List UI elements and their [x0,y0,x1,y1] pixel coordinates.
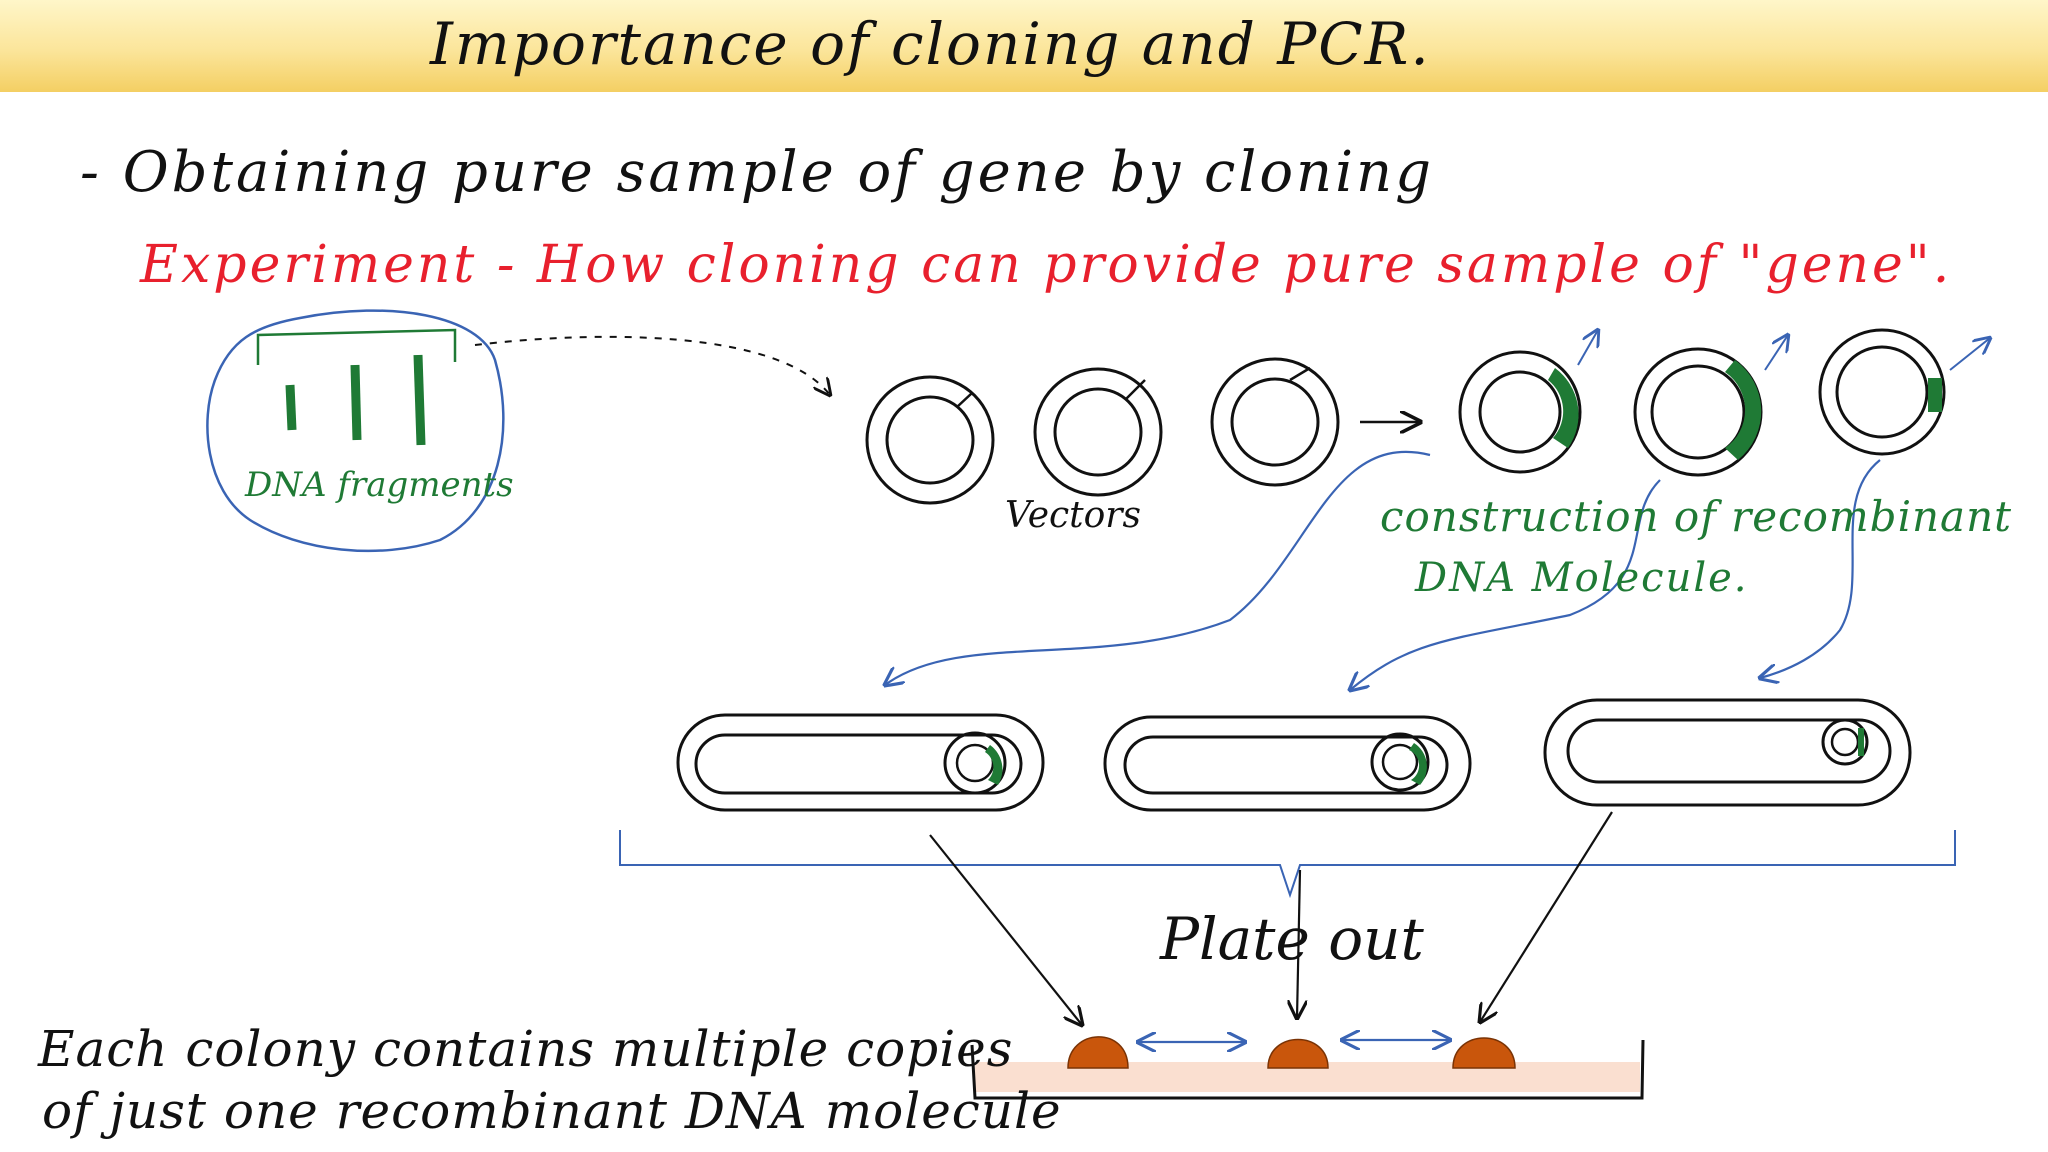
construction-label: construction of recombinant [1380,492,2013,541]
plate-out-label: Plate out [1160,905,1424,973]
heading-line: - Obtaining pure sample of gene by cloni… [80,140,1434,205]
construction-label-line2: DNA Molecule. [1415,555,1749,601]
colony [1452,1037,1516,1069]
vector-plasmid [865,375,995,505]
vector-plasmid [1210,357,1340,487]
recombinant-plasmid [1818,328,1946,456]
transformation-arrows [885,450,1881,690]
vector-plasmid [1033,367,1163,497]
dotted-arrow [474,335,830,395]
grouping-brace [619,830,1956,899]
bacterium [1543,698,1912,807]
dna-fragments-group [206,309,830,553]
dna-fragment [285,384,297,431]
plate-out-arrows [929,811,1613,1025]
colony-note-line1: Each colony contains multiple copies [38,1020,1014,1078]
vectors-group [865,357,1420,505]
fragments-bracket [256,328,457,365]
title-band [0,0,2048,92]
dna-fragments-label: DNA fragments [245,465,514,505]
vectors-label: Vectors [1005,495,1141,536]
recombinant-plasmid [1458,350,1582,474]
recombinant-group [1458,328,1990,477]
dna-fragment [350,364,362,441]
fragments-enclosure [206,309,505,553]
bacteria-group [676,698,1912,812]
agar-plate [970,1036,1645,1100]
dna-fragment [413,354,426,446]
colony [1067,1036,1129,1069]
page-title: Importance of cloning and PCR. [430,10,1431,78]
colony-note-line2: of just one recombinant DNA molecule [42,1082,1062,1140]
bacterium [676,713,1045,812]
colony [1267,1038,1329,1069]
experiment-line: Experiment - How cloning can provide pur… [140,235,1953,295]
bacterium [1103,715,1472,812]
